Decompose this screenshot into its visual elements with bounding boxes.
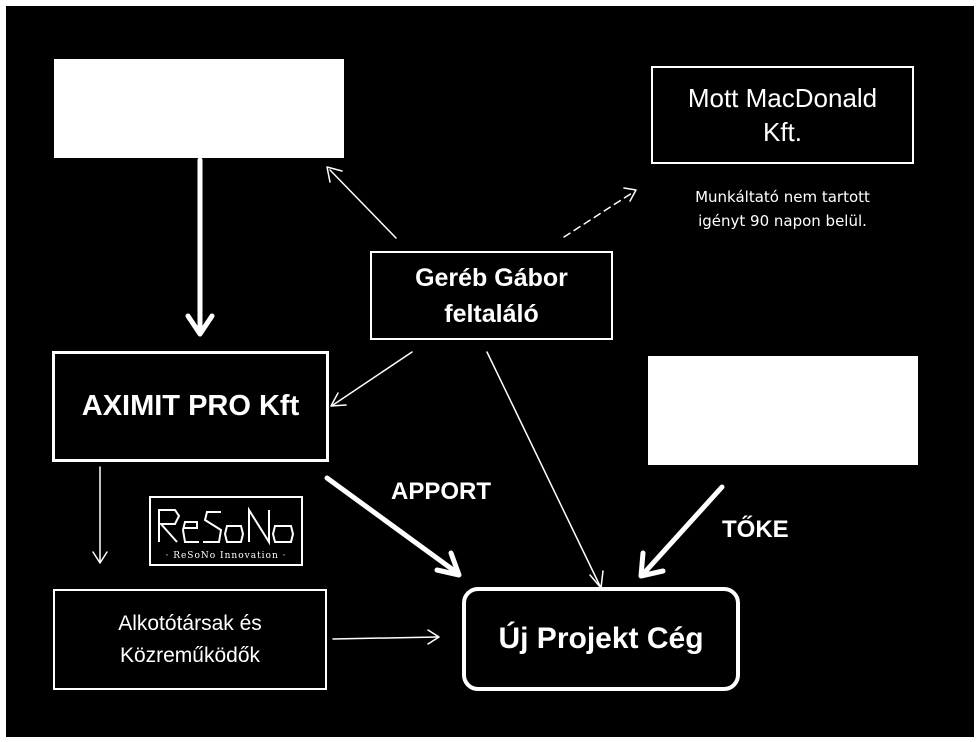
mott-note-line-1: Munkáltató nem tartott	[695, 188, 870, 206]
node-uj-projekt-ceg: Új Projekt Cég	[462, 587, 740, 691]
node-alkototarsak: Alkotótársak és Közreműködők	[53, 589, 327, 690]
arrow-gereb-to-aximit-head	[330, 392, 347, 407]
arrow-gereb-to-blank	[329, 169, 397, 239]
alkoto-line-1: Alkotótársak és	[118, 611, 262, 635]
arrow-aximit-to-ujprojekt	[324, 475, 459, 575]
arrow-aximit-to-alkoto-head	[92, 551, 108, 564]
mott-line-2: Kft.	[762, 117, 802, 147]
arrow-aximit-to-ujprojekt-head	[434, 550, 462, 578]
mott-note: Munkáltató nem tartott igényt 90 napon b…	[651, 185, 914, 233]
arrow-alkoto-to-ujprojekt-head	[427, 629, 440, 645]
alkoto-line-2: Közreműködők	[119, 643, 261, 667]
arrow-alkoto-to-ujprojekt	[332, 636, 438, 640]
edge-label-apport: APPORT	[391, 478, 492, 505]
mott-line-1: Mott MacDonald	[687, 83, 878, 113]
uj-projekt-label: Új Projekt Cég	[498, 622, 704, 655]
arrow-gereb-to-blank-head	[326, 166, 343, 183]
resono-logo: · ReSoNo Innovation ·	[149, 496, 303, 566]
resono-wordmark-graphic	[158, 506, 295, 546]
arrow-blank-to-aximit-head	[185, 313, 215, 337]
arrow-blank-to-ujprojekt	[642, 484, 725, 575]
arrow-gereb-to-aximit	[332, 351, 413, 406]
aximit-label: AXIMIT PRO Kft	[81, 390, 300, 422]
blank-box-right	[648, 356, 918, 465]
resono-caption: · ReSoNo Innovation ·	[165, 551, 287, 561]
arrow-gereb-to-mott	[563, 192, 633, 238]
arrow-gereb-to-mott-head	[623, 187, 637, 202]
edge-label-toke: TŐKE	[722, 516, 789, 543]
blank-box-top-left	[54, 59, 344, 158]
node-mott-macdonald: Mott MacDonald Kft.	[651, 66, 914, 164]
gereb-line-2: feltaláló	[444, 299, 539, 328]
arrow-gereb-to-ujprojekt-head	[589, 570, 604, 589]
node-aximit-pro: AXIMIT PRO Kft	[52, 351, 329, 462]
node-gereb-gabor: Geréb Gábor feltaláló	[370, 251, 613, 340]
arrow-gereb-to-ujprojekt	[486, 351, 601, 587]
arrow-blank-to-ujprojekt-head	[638, 550, 666, 579]
mott-note-line-2: igényt 90 napon belül.	[698, 212, 867, 230]
gereb-line-1: Geréb Gábor	[415, 263, 568, 292]
